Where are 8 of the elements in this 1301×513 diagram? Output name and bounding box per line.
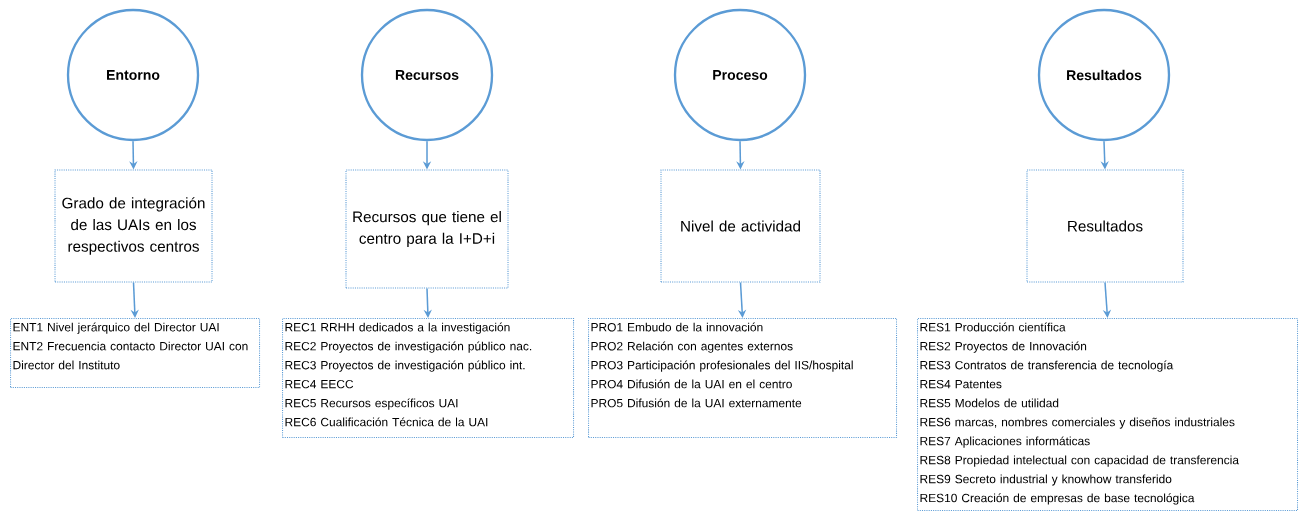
indicator-list-box: PRO1 Embudo de la innovación PRO2 Relación con agentes externos PRO3 Participación profesionales del IIS/hospital PRO4 Difusión de la UAI en el centro PRO5 Difusión de la UAI externamente: [588, 318, 898, 439]
description-box: Resultados: [1026, 169, 1184, 283]
description-box: Grado de integración de las UAIs en los respectivos centros: [54, 169, 213, 283]
indicator-list-box: ENT1 Nivel jerárquico del Director UAI ENT2 Frecuencia contacto Director UAI con Director del Instituto: [10, 318, 261, 389]
indicator-list-box: REC1 RRHH dedicados a la investigación REC2 Proyectos de investigación público nac. REC3 Proyectos de investigación público int. REC4 EECC REC5 Recursos específicos UAI REC6 Cualificación Técnica de la UAI: [282, 318, 575, 439]
indicator-list-box: RES1 Producción científica RES2 Proyectos de Innovación RES3 Contratos de transferencia de tecnología RES4 Patentes RES5 Modelos de utilidad RES6 marcas, nombres comerciales y diseños industriales RES7 Aplicaciones informáticas RES8 Propiedad intelectual con capacidad de transferencia RES9 Secreto industrial y knowhow transferido RES10 Creación de empresas de base tecnológica: [917, 318, 1299, 512]
description-box: Nivel de actividad: [660, 169, 821, 283]
description-box: Recursos que tiene el centro para la I+D+i: [345, 169, 509, 289]
